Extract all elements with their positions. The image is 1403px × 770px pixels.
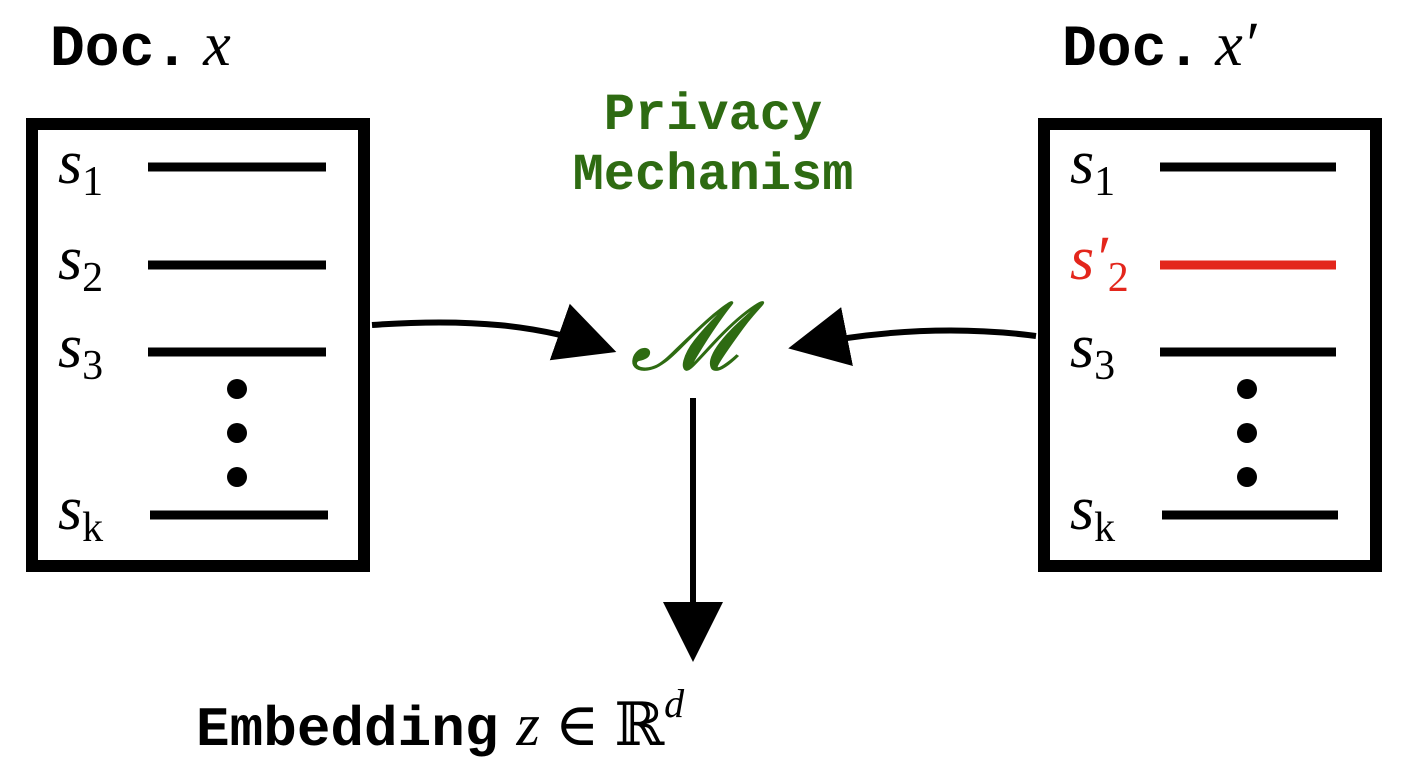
- doc-left-title: Doc.x: [50, 11, 231, 83]
- doc-left-box: [26, 118, 370, 572]
- doc-right-title: Doc.x′: [1062, 11, 1257, 83]
- doc-right-sentence-2-modified-label: s′2: [1070, 225, 1129, 301]
- doc-right-ellipsis-dot: [1237, 467, 1257, 487]
- embedding-label: Embedding: [196, 698, 499, 762]
- doc-left-ellipsis-dot: [227, 423, 247, 443]
- mechanism-title-line-1: Privacy: [603, 86, 823, 145]
- doc-right-sentence-3-label: s3: [1070, 313, 1116, 389]
- doc-left-ellipsis-dot: [227, 467, 247, 487]
- embedding-math: z ∈ ℝd: [516, 681, 685, 758]
- doc-right-sentence-k-label: sk: [1070, 475, 1116, 551]
- doc-left-ellipsis-dot: [227, 379, 247, 399]
- embedding-output: Embedding z ∈ ℝd: [196, 681, 685, 759]
- mechanism-symbol: 𝓜: [630, 280, 738, 392]
- doc-left-sentence-k-label: sk: [58, 475, 104, 551]
- arrow-left-to-mechanism: [371, 303, 617, 361]
- mechanism-title: Privacy Mechanism: [483, 86, 943, 206]
- doc-right-box: [1038, 118, 1382, 572]
- arrow-right-to-mechanism: [788, 307, 1037, 367]
- doc-left-sentence-2-label: s2: [58, 225, 104, 301]
- doc-left-sentence-3-label: s3: [58, 313, 104, 389]
- doc-right-ellipsis-dot: [1237, 379, 1257, 399]
- mechanism-title-line-2: Mechanism: [572, 145, 854, 205]
- doc-right-ellipsis-dot: [1237, 423, 1257, 443]
- doc-right-sentence-1-label: s1: [1070, 129, 1116, 205]
- doc-left-sentence-1-label: s1: [58, 129, 104, 205]
